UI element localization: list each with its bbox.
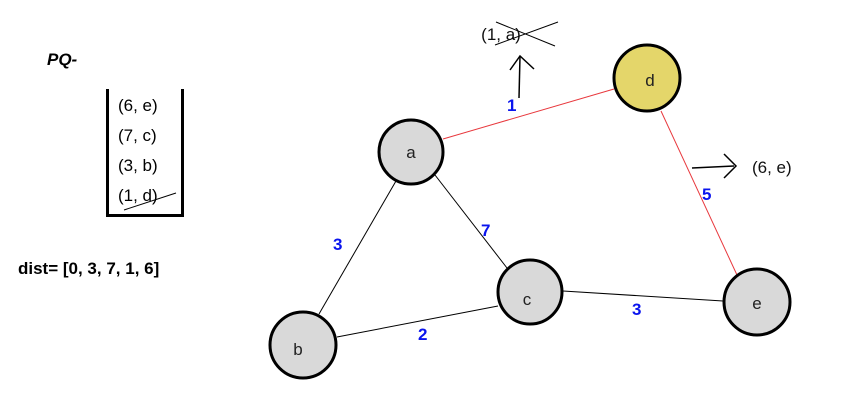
node-label: a — [406, 143, 416, 162]
pq-item: (3, b) — [118, 156, 158, 175]
weight-a-b: 3 — [333, 235, 342, 254]
edge-c-e — [562, 290, 724, 302]
node-label: c — [523, 290, 532, 309]
pushed-annotation: (6, e) — [752, 158, 792, 177]
pq-item: (7, c) — [118, 126, 157, 145]
dist-array: dist= [0, 3, 7, 1, 6] — [18, 259, 160, 278]
weight-b-c: 2 — [418, 325, 427, 344]
node-a: a — [377, 118, 445, 186]
weight-c-e: 3 — [632, 300, 641, 319]
arrow-up-icon — [509, 54, 535, 99]
pq-item: (6, e) — [118, 96, 158, 115]
weight-a-c: 7 — [481, 221, 490, 240]
pq-strike-line — [123, 192, 177, 211]
weight-d-e: 5 — [702, 185, 711, 204]
edge-b-c — [336, 305, 499, 338]
edge-a-d — [442, 88, 615, 140]
edge-a-b — [318, 180, 397, 315]
node-b: b — [268, 310, 338, 380]
arrow-right-icon — [691, 153, 738, 179]
priority-queue-container — [106, 89, 184, 217]
pq-item-crossed: (1, d) — [118, 186, 158, 205]
node-e: e — [722, 267, 792, 337]
node-label: e — [752, 294, 761, 313]
node-label: b — [293, 340, 302, 359]
pq-title: PQ- — [47, 50, 78, 69]
node-label: d — [645, 71, 654, 90]
node-d: d — [612, 43, 682, 113]
popped-annotation: (1, a) — [481, 25, 521, 44]
edge-d-e — [660, 110, 738, 276]
edge-a-c — [434, 174, 508, 269]
weight-a-d: 1 — [507, 96, 516, 115]
node-c: c — [496, 258, 564, 326]
cross-line — [494, 21, 559, 46]
